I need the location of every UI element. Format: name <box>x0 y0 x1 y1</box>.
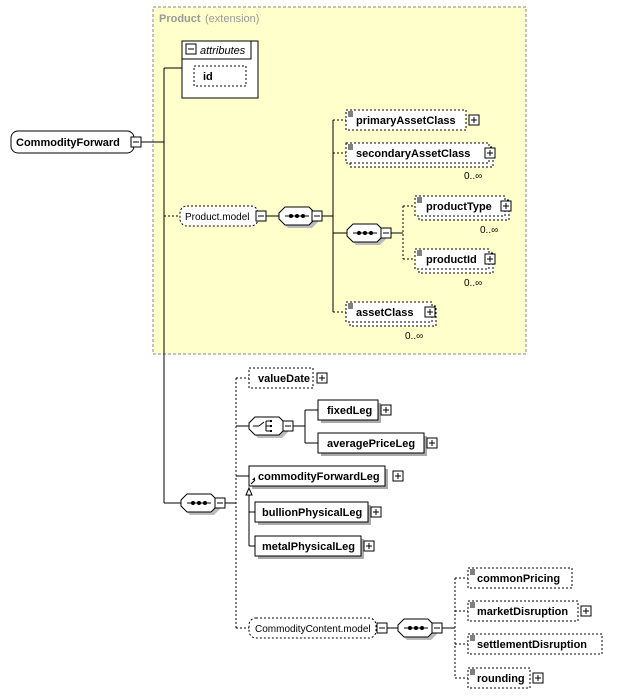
averagepriceleg-expand-icon[interactable] <box>426 437 438 449</box>
element-settlementdisruption[interactable]: settlementDisruption <box>467 633 603 655</box>
element-rounding[interactable]: rounding <box>467 667 544 689</box>
element-metalphysicalleg[interactable]: metalPhysicalLeg <box>254 535 375 559</box>
element-productid[interactable]: productId 0..∞ <box>414 248 496 289</box>
element-commodityforwardleg[interactable]: commodityForwardLeg <box>248 465 404 489</box>
main-sequence-collapse-icon[interactable] <box>214 497 226 509</box>
product-model-label: Product.model <box>185 212 249 223</box>
svg-text:fixedLeg: fixedLeg <box>327 405 372 417</box>
secondaryassetclass-cardinality: 0..∞ <box>464 171 482 182</box>
bullionphysicalleg-expand-icon[interactable] <box>370 506 382 518</box>
root-label: CommodityForward <box>16 137 120 149</box>
attributes-collapse-icon[interactable] <box>185 43 197 55</box>
root-element-commodityforward[interactable]: CommodityForward <box>10 130 142 154</box>
element-marketdisruption[interactable]: marketDisruption <box>467 600 592 622</box>
leg-choice-collapse-icon[interactable] <box>282 420 294 432</box>
product-model-group[interactable]: Product.model <box>179 205 267 227</box>
valuedate-expand-icon[interactable] <box>316 372 328 384</box>
element-commonpricing[interactable]: commonPricing <box>467 567 573 589</box>
inner-sequence-collapse-icon[interactable] <box>380 227 392 239</box>
svg-text:metalPhysicalLeg: metalPhysicalLeg <box>262 541 355 553</box>
svg-text:commonPricing: commonPricing <box>477 573 560 585</box>
assetclass-expand-icon[interactable] <box>424 306 436 318</box>
svg-text:bullionPhysicalLeg: bullionPhysicalLeg <box>262 507 362 519</box>
primaryassetclass-expand-icon[interactable] <box>468 114 480 126</box>
root-collapse-icon[interactable] <box>130 136 142 148</box>
product-model-sequence-collapse-icon[interactable] <box>311 210 323 222</box>
inner-sequence-icon <box>346 223 386 245</box>
element-secondaryassetclass[interactable]: secondaryAssetClass 0..∞ <box>345 142 496 182</box>
svg-text:rounding: rounding <box>477 673 525 685</box>
leg-choice-icon <box>248 416 289 439</box>
commoditycontent-sequence-collapse-icon[interactable] <box>431 622 443 634</box>
svg-text:assetClass: assetClass <box>356 307 414 319</box>
element-producttype[interactable]: productType 0..∞ <box>414 195 512 236</box>
commodityforwardleg-expand-icon[interactable] <box>392 470 404 482</box>
main-sequence-icon <box>180 493 220 515</box>
element-bullionphysicalleg[interactable]: bullionPhysicalLeg <box>254 501 382 525</box>
svg-text:valueDate: valueDate <box>258 373 310 385</box>
extension-title: Product (extension) <box>159 9 259 26</box>
element-primaryassetclass[interactable]: primaryAssetClass <box>345 109 480 131</box>
svg-text:marketDisruption: marketDisruption <box>477 606 568 618</box>
producttype-cardinality: 0..∞ <box>480 225 498 236</box>
product-model-collapse-icon[interactable] <box>255 210 267 222</box>
metalphysicalleg-expand-icon[interactable] <box>363 540 375 552</box>
svg-text:primaryAssetClass: primaryAssetClass <box>356 115 456 127</box>
element-valuedate[interactable]: valueDate <box>248 367 328 389</box>
productid-cardinality: 0..∞ <box>464 278 482 289</box>
element-averagepriceleg[interactable]: averagePriceLeg <box>317 432 438 456</box>
fixedleg-expand-icon[interactable] <box>380 404 392 416</box>
secondaryassetclass-expand-icon[interactable] <box>484 147 496 159</box>
element-assetclass[interactable]: assetClass 0..∞ <box>345 301 437 342</box>
commoditycontent-collapse-icon[interactable] <box>376 622 388 634</box>
svg-text:commodityForwardLeg: commodityForwardLeg <box>258 471 380 483</box>
producttype-expand-icon[interactable] <box>500 200 512 212</box>
attributes-title: attributes <box>200 45 246 57</box>
rounding-expand-icon[interactable] <box>532 672 544 684</box>
element-fixedleg[interactable]: fixedLeg <box>317 399 392 423</box>
svg-text:settlementDisruption: settlementDisruption <box>477 639 587 651</box>
attributes-box: attributes id <box>181 40 259 99</box>
commoditycontent-model-group[interactable]: CommodityContent.model <box>248 617 388 639</box>
productid-expand-icon[interactable] <box>484 253 496 265</box>
assetclass-cardinality: 0..∞ <box>405 331 423 342</box>
svg-text:averagePriceLeg: averagePriceLeg <box>327 438 415 450</box>
marketdisruption-expand-icon[interactable] <box>580 605 592 617</box>
commoditycontent-sequence-icon <box>397 618 437 640</box>
svg-text:secondaryAssetClass: secondaryAssetClass <box>356 148 470 160</box>
attribute-id: id <box>203 71 213 83</box>
svg-text:productId: productId <box>426 254 477 266</box>
substitution-arrow-icon <box>250 477 256 485</box>
commoditycontent-model-label: CommodityContent.model <box>255 624 371 635</box>
svg-text:productType: productType <box>426 201 492 213</box>
